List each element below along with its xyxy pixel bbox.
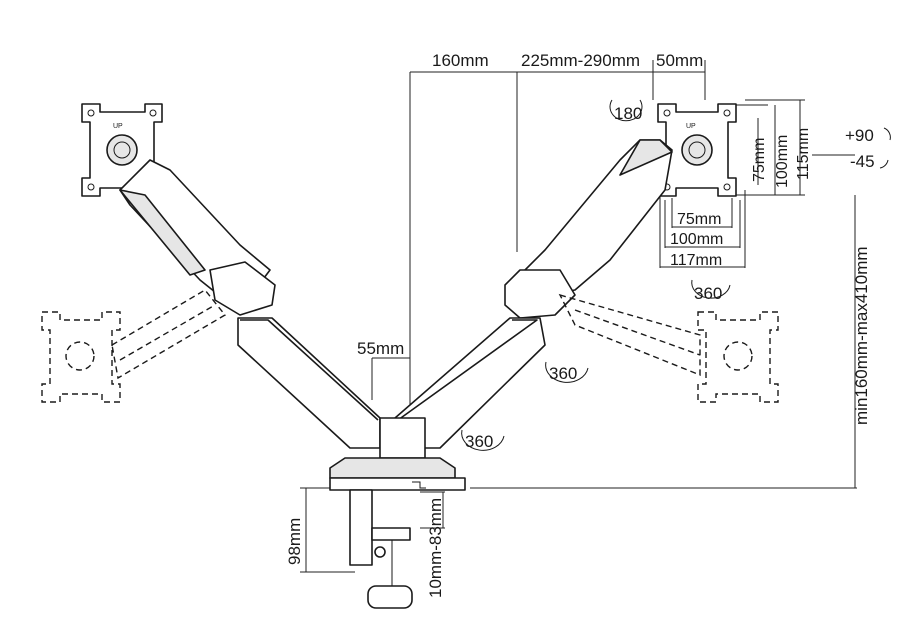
plate-hub-inner [113,141,131,159]
pole-and-base [329,417,466,491]
rotation-indicators [461,99,891,451]
clamp-body [349,489,373,566]
label-rotate-180: 180 [614,104,642,123]
left-arm-lower-dash-detail [119,304,216,361]
right-arm-upper [504,139,673,319]
label-rotate-360-a: 360 [694,284,722,303]
rotate-180-arc [609,99,643,122]
plate-hub-inner [688,141,706,159]
clamp-jaw [371,527,411,541]
rotate-360-arc-a [691,279,731,299]
vesa-hole [87,109,95,117]
label-vesa-75-w: 75mm [677,211,721,228]
vesa-hole [663,109,671,117]
center-pole [379,417,426,459]
vesa-hole [149,109,157,117]
label-225-290: 225mm-290mm [521,51,640,70]
label-55: 55mm [357,339,404,358]
rotate-360-arc-c [461,429,505,451]
vesa-plate-dashed [41,311,121,403]
left-base-arm [237,317,381,449]
right-base-arm-edge [397,319,538,421]
label-rotate-360-c: 360 [465,432,493,451]
label-vesa-115-h: 115mm [795,128,812,180]
plate-up-mark: UP [686,123,696,130]
label-50: 50mm [656,51,703,70]
left-arm-joint [209,261,276,316]
base-arms [237,317,546,449]
right-arm-joint [504,269,576,319]
right-vesa-plate-lower [558,293,779,403]
label-98: 98mm [285,518,304,565]
label-tilt-up: +90 [845,126,874,145]
label-vesa-117-w: 117mm [670,252,722,269]
plate-up-mark: UP [113,123,123,130]
base-plate [329,477,466,491]
tilt-arc-up [883,127,891,141]
base-collar [329,457,456,479]
left-arm-lower-dashed [111,289,227,380]
label-vesa-75-h: 75mm [751,138,768,182]
vesa-hole [723,109,731,117]
left-vesa-plate-lower [41,289,227,403]
left-arm-shade [119,189,206,276]
left-base-arm-edge [240,319,379,421]
right-arm-shade [619,139,673,176]
label-height-range: min160mm-max410mm [852,246,871,425]
plate-hub-dashed [723,341,753,371]
tilt-arc-down [879,159,889,169]
desk-clamp [349,489,413,609]
label-tilt-down: -45 [850,152,875,171]
label-10-83: 10mm-83mm [426,498,445,598]
clamp-knob [367,585,413,609]
rotate-360-arc-b [545,361,589,383]
clamp-bolt [374,546,386,558]
plate-hub [106,134,138,166]
labels: 160mm 225mm-290mm 50mm 55mm 180 360 360 … [285,51,875,598]
label-rotate-360-b: 360 [549,364,577,383]
right-vesa-plate-upper: UP [657,103,737,197]
label-160: 160mm [432,51,489,70]
dimension-lines [300,60,857,573]
vesa-hole [723,183,731,191]
label-vesa-100-h: 100mm [774,135,791,188]
vesa-plate-dashed [697,311,779,403]
plate-hub [681,134,713,166]
right-arm-lower-dash-detail [574,309,701,356]
vesa-hole [87,183,95,191]
left-arm-upper [119,159,276,316]
label-vesa-100-w: 100mm [670,231,723,248]
base-notch [412,481,426,489]
right-arm-lower-dashed [558,293,701,377]
plate-hub-dashed [65,341,95,371]
